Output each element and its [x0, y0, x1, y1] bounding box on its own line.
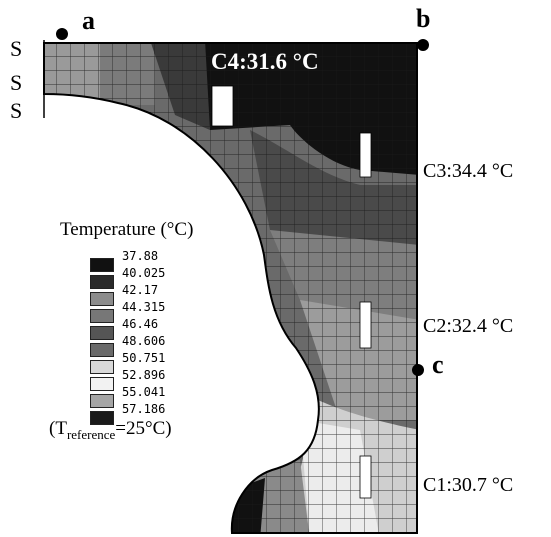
legend-swatch [90, 343, 114, 357]
symmetry-label-3: S [10, 98, 23, 123]
legend-swatch [90, 292, 114, 306]
legend-value: 55.041 [122, 385, 166, 399]
legend-value: 37.88 [122, 249, 159, 263]
legend-value: 44.315 [122, 300, 166, 314]
legend-swatch [90, 377, 114, 391]
sensor-slot-c2 [359, 301, 372, 349]
legend-reference: (Treference=25°C) [49, 418, 172, 442]
legend-value: 48.606 [122, 334, 166, 348]
legend-swatch [90, 258, 114, 272]
legend-title: Temperature (°C) [60, 219, 194, 240]
point-c-marker [412, 364, 424, 376]
symmetry-label-2: S [10, 70, 23, 95]
legend-value: 52.896 [122, 368, 166, 382]
sensor-slot-c4 [211, 85, 234, 127]
body-outline [43, 42, 418, 534]
legend-value: 40.025 [122, 266, 166, 280]
legend-swatch [90, 411, 114, 425]
point-b-marker [417, 39, 429, 51]
point-a-marker [56, 28, 68, 40]
sensor-label-c4: C4:31.6 °C [211, 49, 319, 74]
sensor-label-c3: C3:34.4 °C [423, 160, 514, 182]
legend-value: 57.186 [122, 402, 166, 416]
legend-swatch [90, 360, 114, 374]
legend-swatch [90, 394, 114, 408]
point-c-label: c [432, 350, 444, 379]
sensor-slot-c1 [359, 455, 372, 499]
sensor-label-c2: C2:32.4 °C [423, 315, 514, 337]
legend-swatch [90, 326, 114, 340]
sensor-label-c1: C1:30.7 °C [423, 474, 514, 496]
legend-swatch [90, 309, 114, 323]
sensor-slot-c3 [359, 132, 372, 178]
point-b-label: b [416, 4, 431, 33]
legend-value: 50.751 [122, 351, 166, 365]
point-a-label: a [82, 6, 95, 35]
legend-value: 46.46 [122, 317, 159, 331]
legend-swatch [90, 275, 114, 289]
legend-value: 42.17 [122, 283, 159, 297]
symmetry-label-1: S [10, 36, 23, 61]
